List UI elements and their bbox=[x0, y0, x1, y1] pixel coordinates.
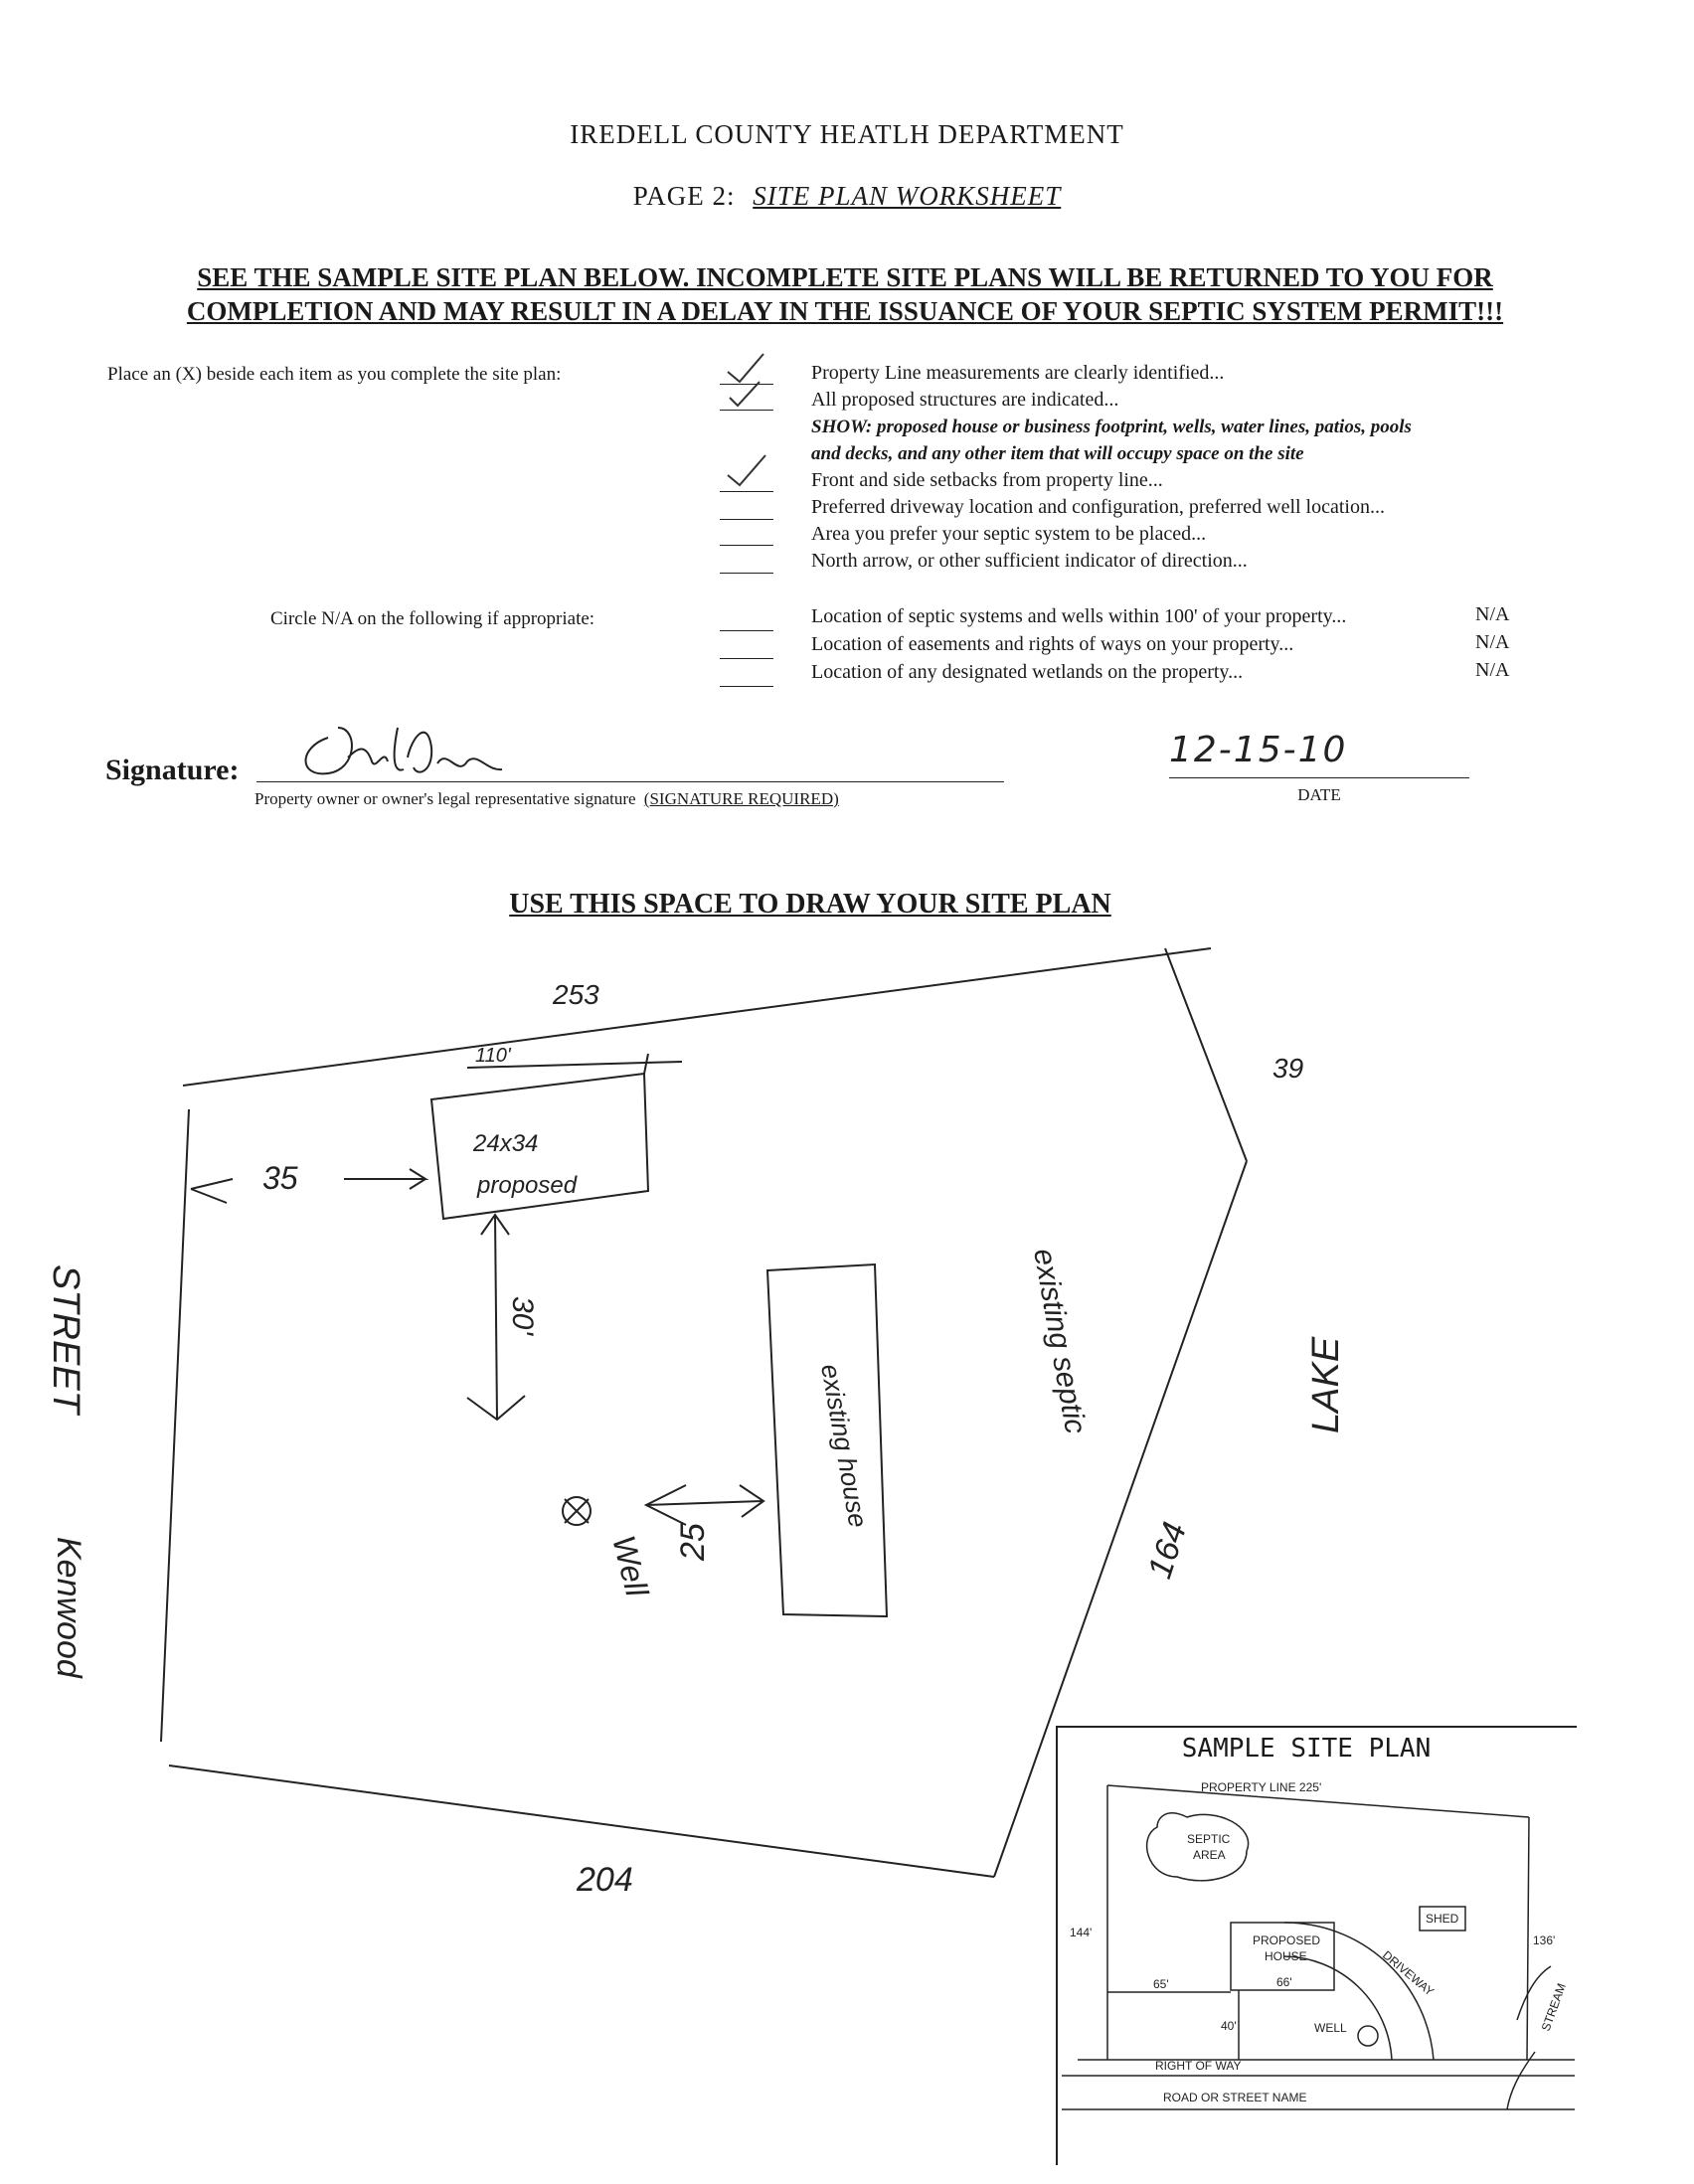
well-label: Well bbox=[605, 1532, 655, 1600]
checkbox-blank[interactable] bbox=[720, 634, 773, 659]
checkbox-blank[interactable] bbox=[720, 606, 773, 631]
street-label: STREET bbox=[45, 1264, 86, 1417]
signature-label: Signature: bbox=[105, 754, 240, 786]
sample-proposed: PROPOSED bbox=[1253, 1933, 1320, 1947]
date-label: DATE bbox=[1297, 785, 1341, 804]
checkbox-blank[interactable] bbox=[720, 386, 773, 411]
na-instruction: Circle N/A on the following if appropria… bbox=[270, 608, 595, 629]
checkbox-blank[interactable] bbox=[720, 495, 773, 520]
date-line[interactable] bbox=[1169, 777, 1469, 778]
checkbox-blank[interactable] bbox=[720, 549, 773, 574]
street-name-label: Kenwood bbox=[50, 1537, 87, 1679]
well-icon bbox=[562, 1496, 592, 1526]
sample-area: AREA bbox=[1193, 1848, 1226, 1862]
date-value: 12-15-10 bbox=[1169, 730, 1348, 770]
check-item-5: Front and side setbacks from property li… bbox=[811, 469, 1163, 491]
existing-house-label: existing house bbox=[815, 1362, 873, 1530]
na-option-3[interactable]: N/A bbox=[1475, 659, 1510, 681]
check-item-8: North arrow, or other sufficient indicat… bbox=[811, 550, 1248, 572]
page-subtitle: PAGE 2: SITE PLAN WORKSHEET bbox=[0, 181, 1694, 212]
warning-line-1: SEE THE SAMPLE SITE PLAN BELOW. INCOMPLE… bbox=[197, 262, 1493, 292]
sample-driveway: DRIVEWAY bbox=[1380, 1948, 1437, 1999]
existing-septic-label: existing septic bbox=[1027, 1246, 1092, 1435]
na-item-1: Location of septic systems and wells wit… bbox=[811, 605, 1347, 627]
sample-shed: SHED bbox=[1426, 1912, 1459, 1926]
checklist-instruction: Place an (X) beside each item as you com… bbox=[107, 364, 562, 385]
sample-road: ROAD OR STREET NAME bbox=[1163, 2091, 1306, 2104]
sample-front-setback: 40' bbox=[1221, 2019, 1237, 2033]
sample-house-width: 66' bbox=[1276, 1975, 1292, 1989]
na-option-1[interactable]: N/A bbox=[1475, 603, 1510, 625]
sample-stream: STREAM bbox=[1539, 1981, 1569, 2033]
page-title: SITE PLAN WORKSHEET bbox=[753, 181, 1062, 211]
checkbox-blank[interactable] bbox=[720, 467, 773, 492]
sample-property-line: PROPERTY LINE 225' bbox=[1201, 1780, 1321, 1794]
bottom-dimension: 204 bbox=[576, 1861, 633, 1899]
sample-left-dim: 144' bbox=[1070, 1926, 1092, 1939]
sample-plan-drawing: PROPERTY LINE 225' SEPTIC AREA SHED PROP… bbox=[1062, 1780, 1575, 2110]
checkbox-blank[interactable] bbox=[720, 521, 773, 546]
signature-required: (SIGNATURE REQUIRED) bbox=[643, 789, 839, 808]
signature-line[interactable] bbox=[256, 781, 1004, 782]
signature-caption: Property owner or owner's legal represen… bbox=[254, 789, 839, 809]
checkbox-blank[interactable] bbox=[720, 360, 773, 385]
sample-right-of-way: RIGHT OF WAY bbox=[1155, 2059, 1241, 2073]
existing-house-outline bbox=[765, 1262, 889, 1618]
dimension-arrows bbox=[190, 1168, 765, 1526]
na-item-2: Location of easements and rights of ways… bbox=[811, 633, 1294, 655]
right-dimension: 39 bbox=[1272, 1053, 1303, 1084]
check-item-1: Property Line measurements are clearly i… bbox=[811, 362, 1225, 384]
na-option-2[interactable]: N/A bbox=[1475, 631, 1510, 653]
lower-right-dimension: 164 bbox=[1140, 1518, 1194, 1584]
sample-site-plan: SAMPLE SITE PLAN PROPERTY LINE 225' SEPT… bbox=[1056, 1726, 1577, 2165]
site-plan-heading: USE THIS SPACE TO DRAW YOUR SITE PLAN bbox=[509, 889, 1111, 920]
top-setback: 110' bbox=[475, 1045, 512, 1067]
warning-line-2: COMPLETION AND MAY RESULT IN A DELAY IN … bbox=[186, 296, 1504, 326]
sample-septic: SEPTIC bbox=[1187, 1832, 1231, 1846]
signature-caption-text: Property owner or owner's legal represen… bbox=[254, 789, 636, 808]
proposed-size: 24x34 bbox=[472, 1130, 538, 1157]
proposed-label: proposed bbox=[476, 1172, 578, 1199]
lake-label: LAKE bbox=[1305, 1336, 1347, 1433]
check-item-6: Preferred driveway location and configur… bbox=[811, 496, 1385, 518]
page-label: PAGE 2: bbox=[632, 181, 736, 211]
well-gap: 25 bbox=[674, 1523, 712, 1562]
sample-well: WELL bbox=[1314, 2021, 1347, 2035]
property-boundary bbox=[160, 947, 1248, 1878]
top-dimension: 253 bbox=[552, 979, 599, 1010]
checkbox-blank[interactable] bbox=[720, 662, 773, 687]
proposed-structure bbox=[429, 1053, 683, 1221]
check-item-4: and decks, and any other item that will … bbox=[811, 443, 1304, 464]
sample-right-dim: 136' bbox=[1533, 1933, 1555, 1947]
check-item-2: All proposed structures are indicated... bbox=[811, 389, 1119, 411]
na-item-3: Location of any designated wetlands on t… bbox=[811, 661, 1244, 683]
sample-house: HOUSE bbox=[1265, 1949, 1307, 1963]
sample-title: SAMPLE SITE PLAN bbox=[1181, 1734, 1432, 1764]
check-item-7: Area you prefer your septic system to be… bbox=[811, 523, 1207, 545]
sample-side-setback: 65' bbox=[1153, 1977, 1169, 1991]
check-mark-icon bbox=[727, 353, 766, 487]
signature-scribble-icon bbox=[304, 727, 503, 775]
department-title: IREDELL COUNTY HEATLH DEPARTMENT bbox=[570, 119, 1124, 149]
check-item-3: SHOW: proposed house or business footpri… bbox=[811, 417, 1412, 437]
side-setback: 35 bbox=[262, 1160, 298, 1196]
front-setback: 30' bbox=[506, 1296, 539, 1336]
